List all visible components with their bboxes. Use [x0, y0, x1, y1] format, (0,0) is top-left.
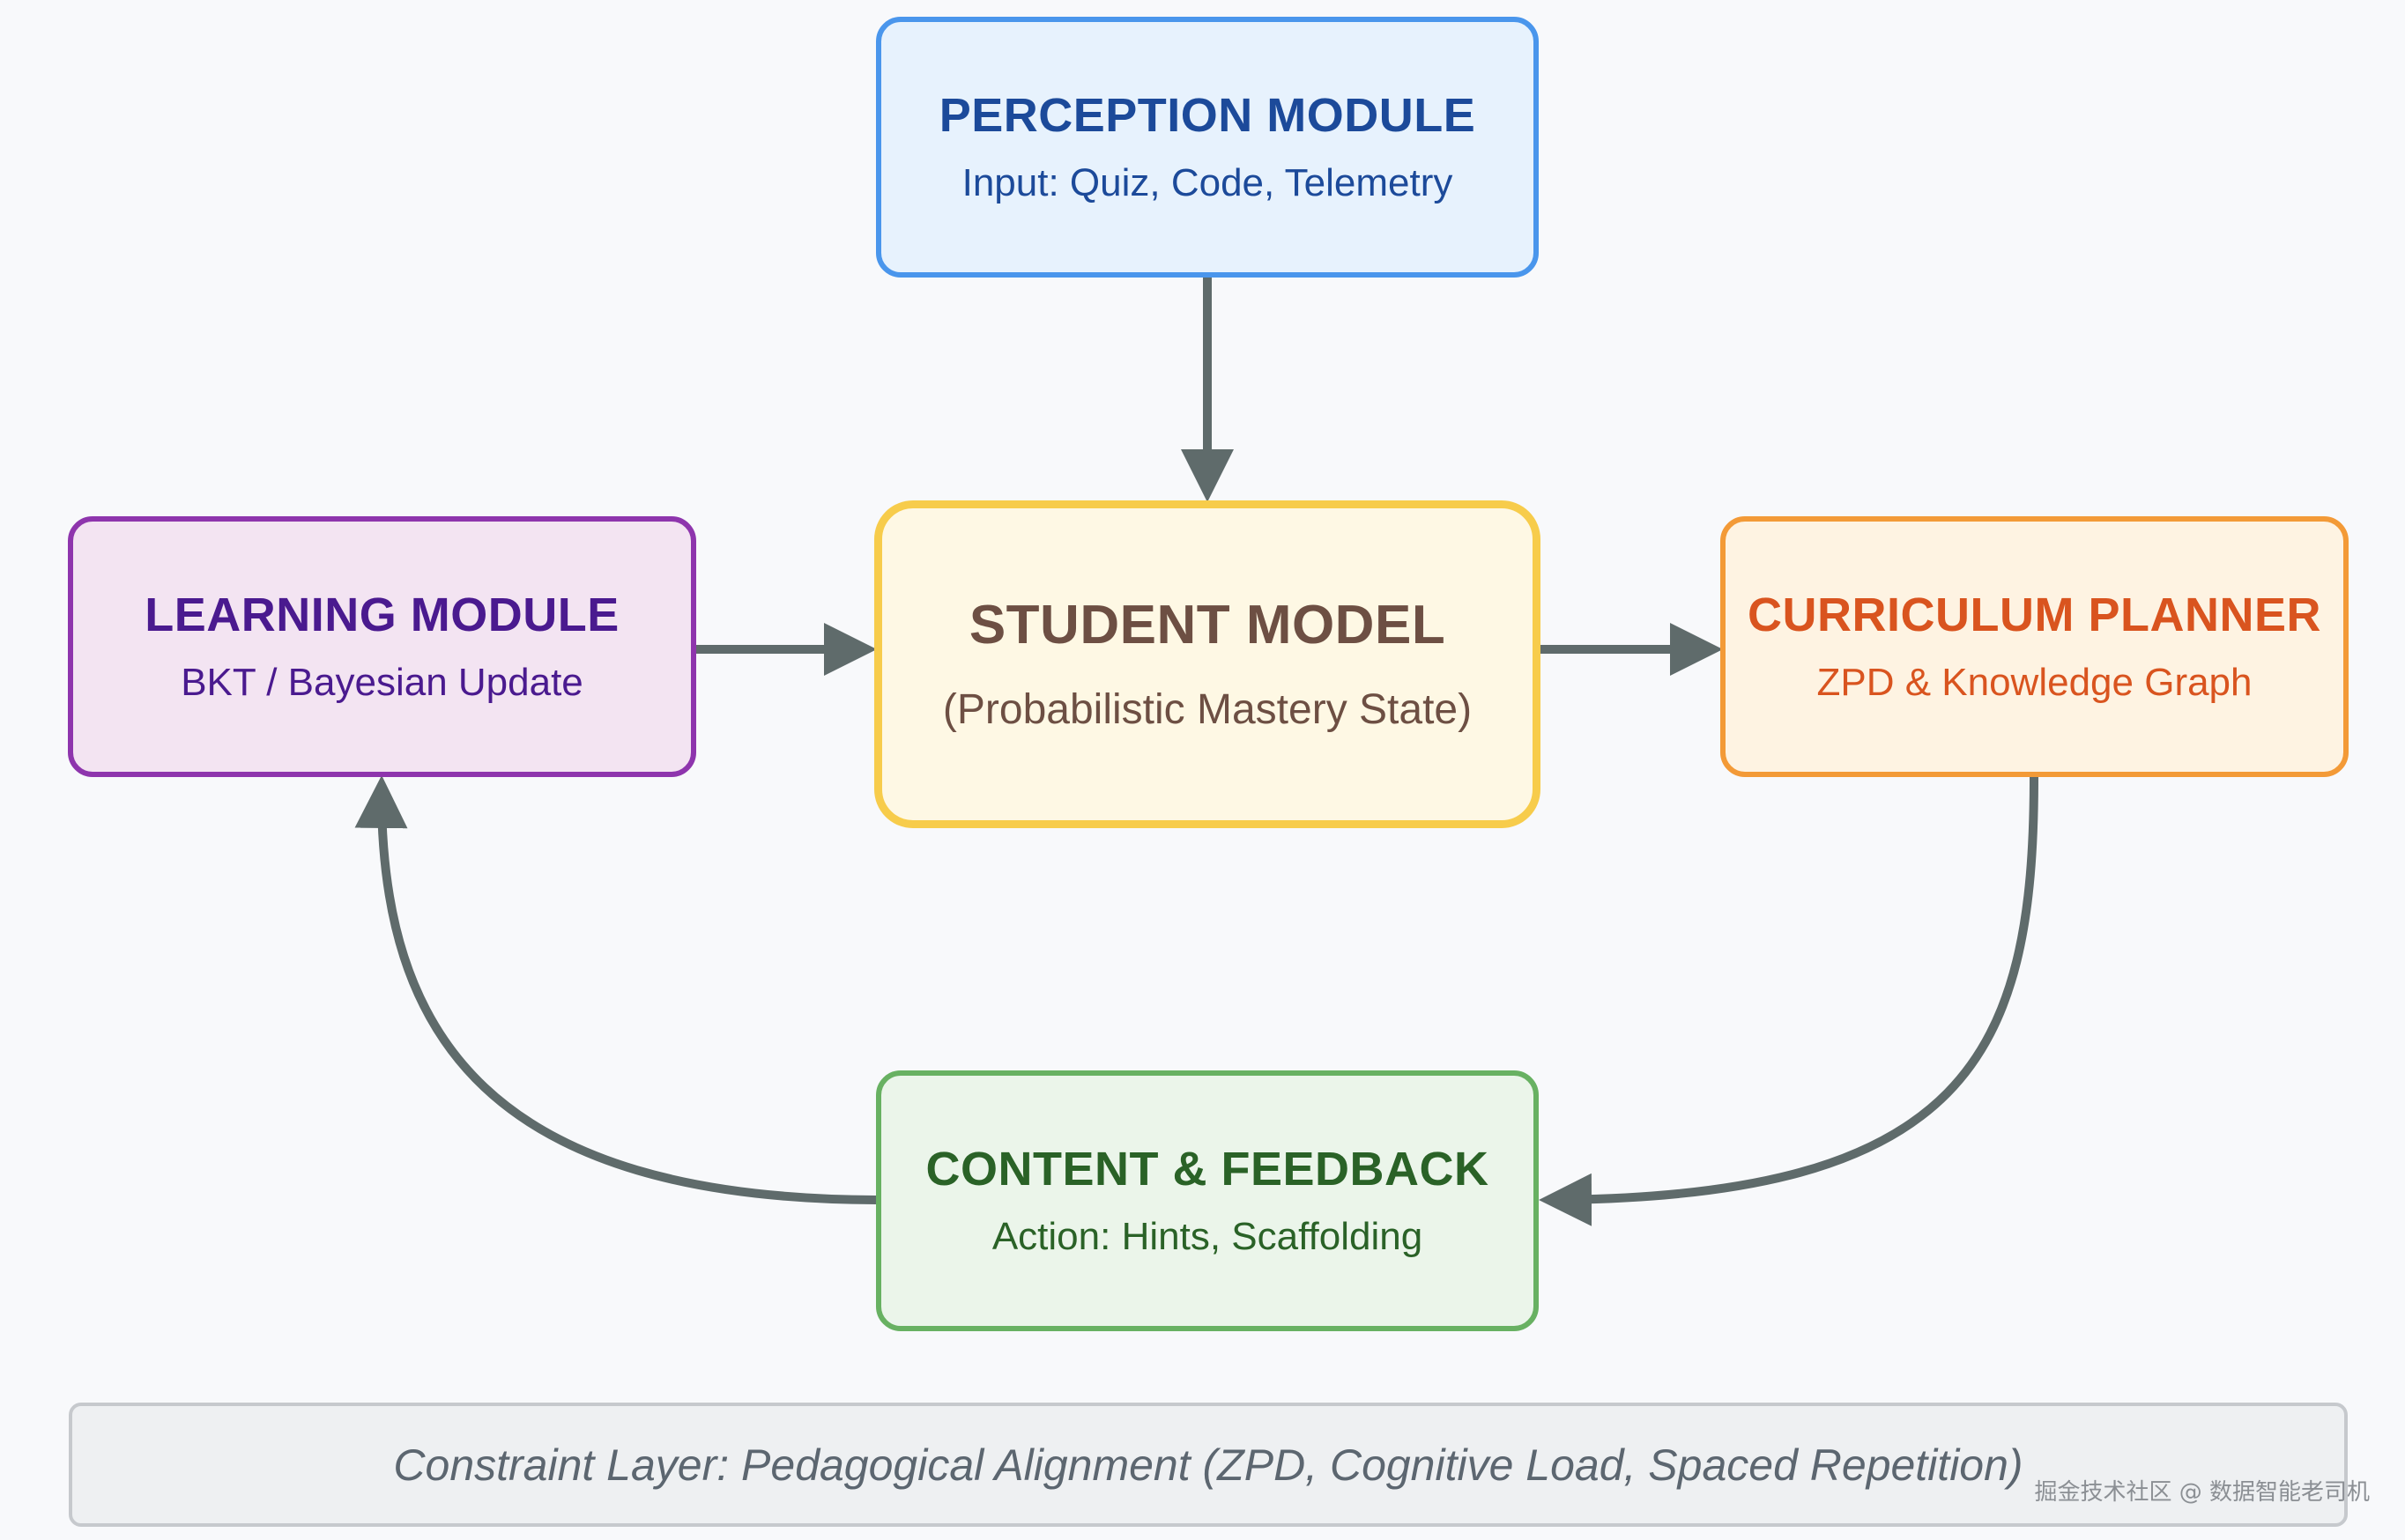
curriculum-planner-title: CURRICULUM PLANNER [1748, 589, 2321, 642]
arrow-curriculum-to-content [1539, 776, 2038, 1226]
student-model-title: STUDENT MODEL [969, 595, 1446, 655]
perception-module-node: PERCEPTION MODULE Input: Quiz, Code, Tel… [876, 17, 1539, 278]
perception-module-subtitle: Input: Quiz, Code, Telemetry [961, 161, 1453, 204]
learning-module-title: LEARNING MODULE [145, 589, 620, 642]
content-feedback-subtitle: Action: Hints, Scaffolding [991, 1215, 1423, 1258]
perception-module-title: PERCEPTION MODULE [939, 89, 1476, 143]
constraint-layer-bar: Constraint Layer: Pedagogical Alignment … [69, 1403, 2348, 1527]
learning-module-subtitle: BKT / Bayesian Update [181, 661, 583, 704]
arrow-content-to-learning [354, 775, 877, 1204]
learning-module-node: LEARNING MODULE BKT / Bayesian Update [68, 516, 696, 777]
content-feedback-title: CONTENT & FEEDBACK [925, 1143, 1489, 1196]
watermark: 掘金技术社区 @ 数据智能老司机 [2034, 1479, 2370, 1506]
student-model-subtitle: (Probabilistic Mastery State) [942, 686, 1473, 734]
curriculum-planner-subtitle: ZPD & Knowledge Graph [1816, 661, 2253, 704]
student-model-node: STUDENT MODEL (Probabilistic Mastery Sta… [874, 500, 1540, 828]
content-feedback-node: CONTENT & FEEDBACK Action: Hints, Scaffo… [876, 1070, 1539, 1331]
constraint-layer-text: Constraint Layer: Pedagogical Alignment … [393, 1440, 2023, 1490]
curriculum-planner-node: CURRICULUM PLANNER ZPD & Knowledge Graph [1720, 516, 2349, 777]
